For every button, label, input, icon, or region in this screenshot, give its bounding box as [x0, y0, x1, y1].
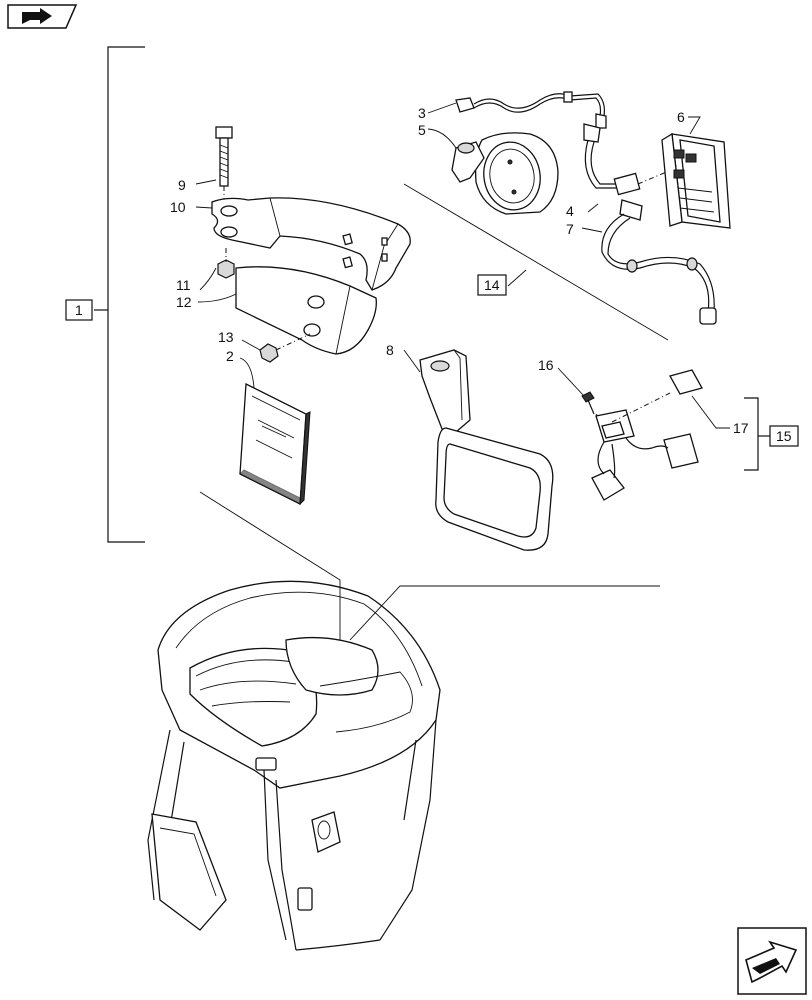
- callout-1: 1: [75, 302, 83, 318]
- control-module: [661, 132, 731, 229]
- callout-labels: 1 2 3 4 5 6 7 8 9 10 11 12 13 14 15 16 1…: [65, 105, 799, 447]
- callout-15: 15: [776, 428, 792, 444]
- mirror-arm: [419, 349, 471, 435]
- callout-box-1: [65, 299, 93, 321]
- work-light: [451, 132, 559, 215]
- callout-box-14: [477, 274, 507, 296]
- callout-7: 7: [566, 221, 574, 237]
- callout-3: 3: [418, 105, 426, 121]
- callout-box-15: [769, 425, 799, 447]
- instruction-manual: [239, 382, 311, 506]
- callout-17: 17: [733, 420, 749, 436]
- harness-connector: [583, 123, 677, 196]
- callout-16: 16: [538, 357, 554, 373]
- back-arrow-icon[interactable]: [7, 4, 78, 29]
- forward-arrow-icon[interactable]: [737, 927, 807, 995]
- light-harness-cable: [601, 199, 717, 325]
- callout-9: 9: [178, 177, 186, 193]
- kit-bracket-15: [744, 397, 770, 471]
- kit-bracket-1: [94, 46, 145, 543]
- callout-6: 6: [677, 109, 685, 125]
- flange-nut-part: [259, 333, 311, 363]
- callout-10: 10: [170, 199, 186, 215]
- tractor-cab: [147, 580, 441, 951]
- mirror-bracket-lower: [235, 266, 377, 355]
- callout-11: 11: [176, 277, 191, 293]
- callout-2: 2: [226, 348, 234, 364]
- callout-4: 4: [566, 203, 574, 219]
- mirror-bracket-upper: [211, 197, 411, 291]
- light-cable: [455, 91, 607, 129]
- switch-harness: [591, 369, 703, 501]
- callout-8: 8: [386, 342, 394, 358]
- nut-part: [217, 248, 235, 279]
- callout-5: 5: [418, 122, 426, 138]
- callout-12: 12: [176, 294, 192, 310]
- callout-14: 14: [484, 277, 500, 293]
- leader-lines: [195, 102, 730, 641]
- mirror-head: [435, 427, 554, 551]
- callout-13: 13: [218, 329, 234, 345]
